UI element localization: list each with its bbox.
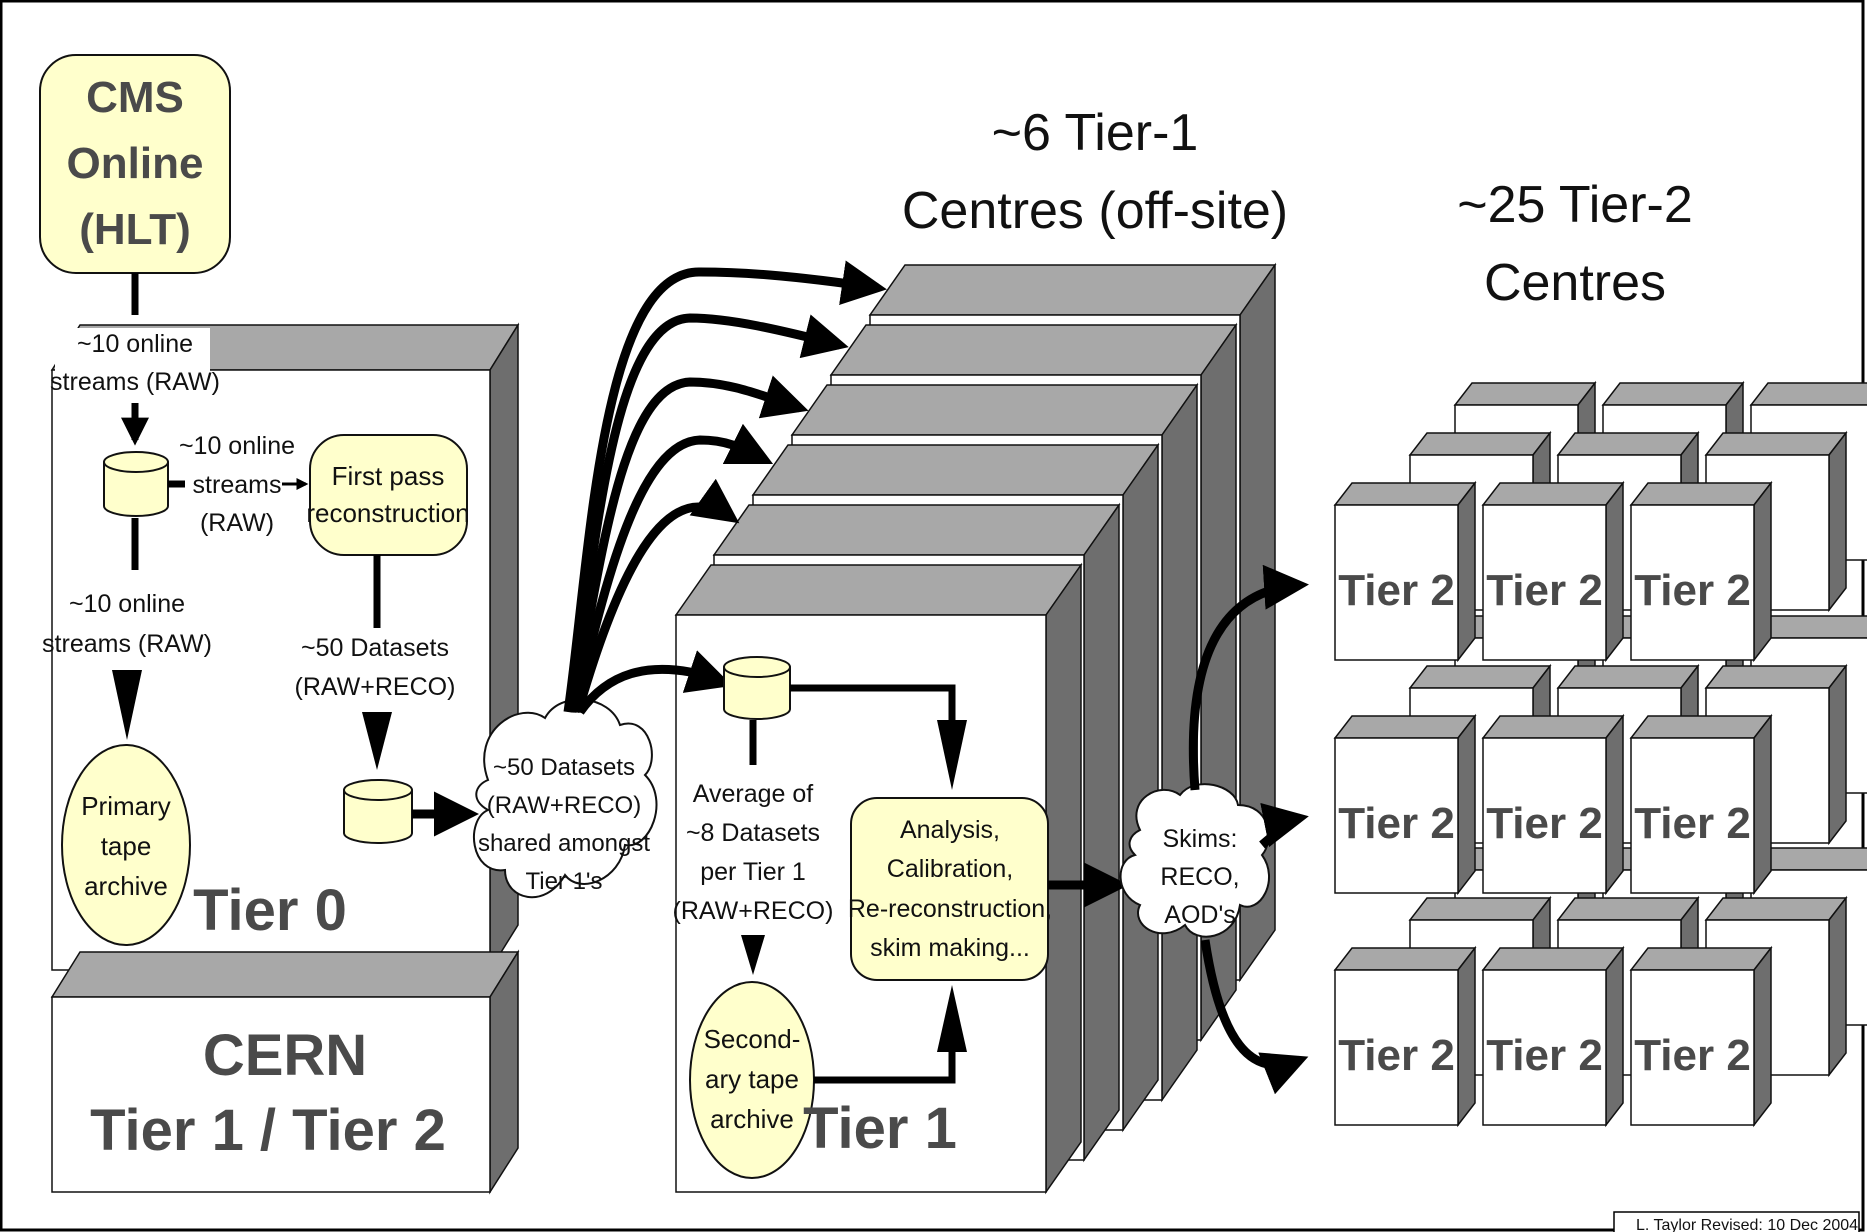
tier0-disk-icon: [103, 451, 169, 517]
svg-text:archive: archive: [84, 871, 168, 901]
svg-text:(HLT): (HLT): [79, 205, 191, 254]
tier2-label: Tier 2: [1486, 566, 1603, 615]
arrow-into-analysis-top: [937, 720, 967, 790]
tier0-label: Tier 0: [193, 878, 347, 943]
svg-text:(RAW+RECO): (RAW+RECO): [295, 673, 456, 701]
tier2-label: Tier 2: [1634, 566, 1751, 615]
svg-text:~8 Datasets: ~8 Datasets: [686, 819, 820, 847]
tier2-label: Tier 2: [1634, 799, 1751, 848]
tier1-centres-title: ~6 Tier-1 Centres (off-site): [902, 104, 1288, 240]
svg-text:(RAW+RECO): (RAW+RECO): [487, 792, 641, 819]
tier2-label: Tier 2: [1486, 799, 1603, 848]
svg-text:Centres: Centres: [1484, 254, 1666, 312]
svg-text:~25 Tier-2: ~25 Tier-2: [1457, 176, 1693, 234]
footer-credit: L. Taylor Revised: 10 Dec 2004: [1613, 1211, 1860, 1232]
cms-online-box: CMS Online (HLT): [39, 54, 231, 274]
svg-text:reconstruction: reconstruction: [306, 498, 469, 528]
svg-text:Skims:: Skims:: [1163, 825, 1238, 853]
svg-text:First pass: First pass: [332, 461, 445, 491]
svg-text:~50 Datasets: ~50 Datasets: [493, 754, 635, 781]
tape-to-analysis-link: [814, 1050, 956, 1084]
streams-mid-label: ~10 online streams (RAW): [179, 432, 295, 537]
tier2-centre: Tier 2: [1333, 480, 1477, 663]
tier2-grid: Tier 2 Tier 2 Tier 2 Tier 2 Tier 2 Tier 2 Tier…: [1333, 380, 1867, 1128]
tier2-centres-title: ~25 Tier-2 Centres: [1457, 176, 1693, 312]
svg-text:Tier 1 / Tier 2: Tier 1 / Tier 2: [90, 1098, 446, 1163]
svg-text:~50 Datasets: ~50 Datasets: [301, 634, 449, 662]
streams-left-label: ~10 online streams (RAW): [42, 590, 212, 658]
tier2-distribution-arrows: [1188, 564, 1309, 1095]
svg-text:skim making...: skim making...: [870, 934, 1030, 962]
analysis-box: Analysis, Calibration, Re-reconstruction…: [848, 797, 1052, 981]
svg-text:Calibration,: Calibration,: [887, 855, 1013, 883]
secondary-tape-archive: Second- ary tape archive: [689, 981, 815, 1179]
arrow-down-datasets: [362, 712, 392, 770]
svg-text:Online: Online: [67, 139, 204, 188]
tier0-datasets-label: ~50 Datasets (RAW+RECO): [295, 634, 456, 701]
svg-text:~10 online: ~10 online: [69, 590, 185, 618]
primary-tape-archive: Primary tape archive: [61, 744, 191, 946]
svg-text:~6 Tier-1: ~6 Tier-1: [992, 104, 1199, 162]
svg-text:AOD's: AOD's: [1164, 901, 1235, 929]
tier2-centre: Tier 2: [1629, 713, 1773, 896]
tier2-label: Tier 2: [1486, 1031, 1603, 1080]
tier2-centre: Tier 2: [1481, 480, 1625, 663]
streams-top-label: ~10 online streams (RAW): [50, 330, 220, 396]
svg-text:Analysis,: Analysis,: [900, 816, 1000, 844]
first-pass-reconstruction-box: First pass reconstruction: [306, 434, 470, 556]
svg-text:archive: archive: [710, 1104, 794, 1134]
tier0-output-disk-icon: [343, 779, 413, 844]
arrow-down-secondary-tape: [741, 935, 765, 975]
svg-text:Re-reconstruction,: Re-reconstruction,: [848, 895, 1052, 923]
cern-box: CERN Tier 1 / Tier 2: [50, 949, 520, 1195]
svg-text:~10 online: ~10 online: [179, 432, 295, 460]
svg-text:Primary: Primary: [81, 791, 171, 821]
svg-text:Average of: Average of: [693, 780, 814, 808]
svg-text:CMS: CMS: [86, 73, 184, 122]
svg-text:Tier 1's: Tier 1's: [525, 868, 602, 895]
svg-text:Centres (off-site): Centres (off-site): [902, 182, 1288, 240]
svg-text:(RAW): (RAW): [200, 509, 274, 537]
shared-datasets-cloud: ~50 Datasets (RAW+RECO) shared amongst T…: [473, 698, 658, 899]
arrow-down-primary-tape: [112, 670, 142, 740]
svg-text:Second-: Second-: [704, 1024, 801, 1054]
svg-text:streams (RAW): streams (RAW): [42, 630, 212, 658]
tier2-centre: Tier 2: [1629, 480, 1773, 663]
tier2-label: Tier 2: [1338, 799, 1455, 848]
svg-text:streams (RAW): streams (RAW): [50, 368, 220, 396]
svg-text:RECO,: RECO,: [1160, 863, 1239, 891]
arrow-into-analysis-bottom: [937, 985, 967, 1052]
tier1-average-label: Average of ~8 Datasets per Tier 1 (RAW+R…: [673, 780, 834, 925]
svg-text:streams: streams: [193, 471, 282, 499]
tier2-label: Tier 2: [1338, 1031, 1455, 1080]
svg-text:ary tape: ary tape: [705, 1064, 799, 1094]
svg-text:~10 online: ~10 online: [77, 330, 193, 358]
tier2-centre: Tier 2: [1333, 713, 1477, 896]
tier2-centre: Tier 2: [1481, 945, 1625, 1128]
tier1-disk-icon: [723, 656, 791, 720]
svg-text:per Tier 1: per Tier 1: [700, 858, 806, 886]
tier1-distribution-arrows: [563, 260, 887, 715]
skims-cloud: Skims: RECO, AOD's: [1119, 783, 1270, 938]
tier2-centre: Tier 2: [1481, 713, 1625, 896]
tier2-label: Tier 2: [1634, 1031, 1751, 1080]
svg-text:tape: tape: [101, 831, 152, 861]
svg-text:L. Taylor Revised: 10 Dec 20: L. Taylor Revised: 10 Dec 2004: [1636, 1217, 1858, 1232]
tier2-label: Tier 2: [1338, 566, 1455, 615]
svg-text:CERN: CERN: [203, 1023, 367, 1088]
tier2-centre: Tier 2: [1333, 945, 1477, 1128]
disk-to-analysis-link: [790, 684, 956, 730]
svg-text:shared amongst: shared amongst: [478, 830, 650, 857]
tier1-label: Tier 1: [803, 1096, 957, 1161]
svg-text:(RAW+RECO): (RAW+RECO): [673, 897, 834, 925]
tier2-centre: Tier 2: [1629, 945, 1773, 1128]
